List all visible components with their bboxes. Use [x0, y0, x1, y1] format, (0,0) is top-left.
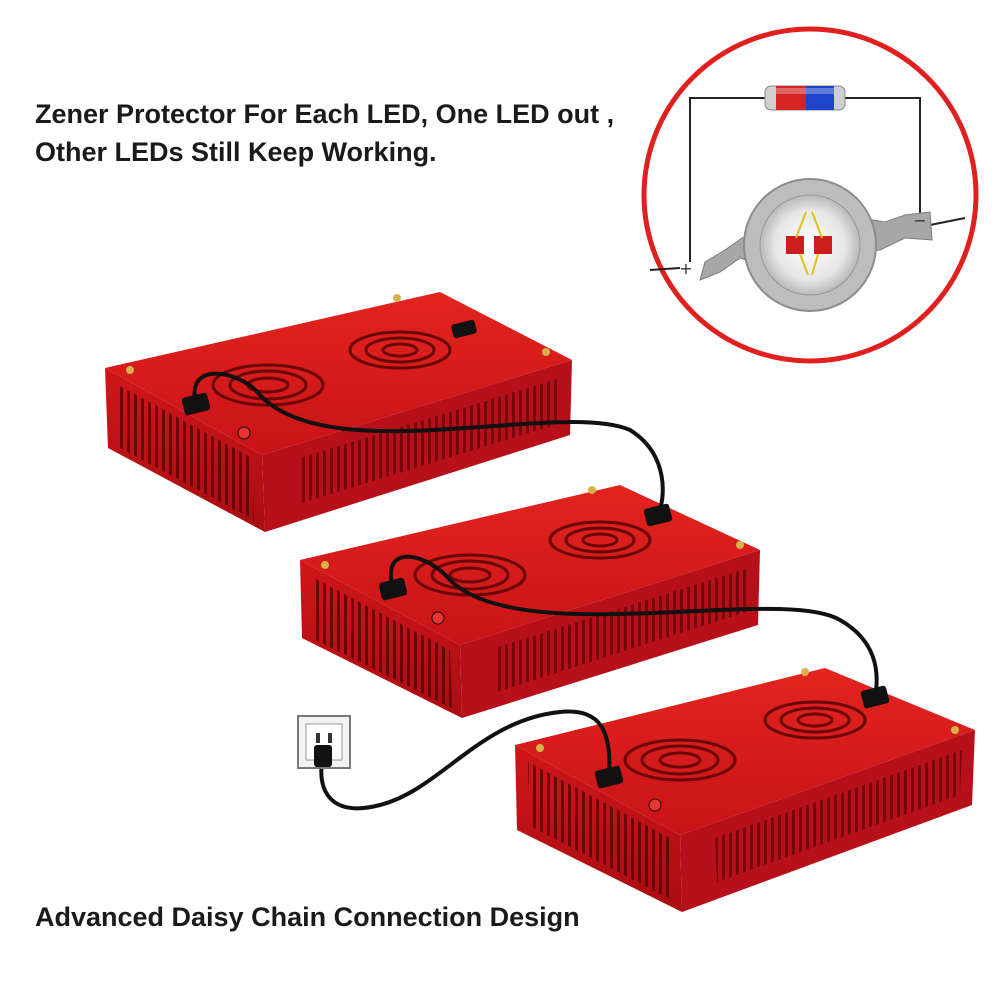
hanging-ring-icon [542, 348, 550, 356]
hanging-ring-icon [126, 366, 134, 374]
lead-wire-right [929, 217, 966, 226]
hanging-ring-icon [536, 744, 544, 752]
cable-1-to-2 [192, 371, 665, 517]
plus-terminal-label: + [679, 259, 692, 278]
zener-circuit-diagram: + − [641, 26, 979, 364]
hanging-ring-icon [951, 726, 959, 734]
power-switch-icon [451, 319, 477, 339]
grow-light-1 [105, 292, 572, 532]
headline-line-1: Zener Protector For Each LED, One LED ou… [35, 99, 615, 129]
fan-grill-icon [211, 363, 325, 407]
minus-terminal-label: − [913, 211, 926, 230]
footer-text: Advanced Daisy Chain Connection Design [35, 902, 580, 932]
hanging-ring-icon [321, 561, 329, 569]
indicator-light-icon [431, 611, 445, 625]
hanging-ring-icon [736, 541, 744, 549]
hanging-ring-icon [393, 294, 401, 302]
lead-wire-left [649, 267, 681, 271]
fan-grill-icon [763, 700, 867, 740]
headline-line-2: Other LEDs Still Keep Working. [35, 137, 437, 167]
cable-2-to-3 [389, 554, 879, 699]
daisy-chain-cables [192, 371, 879, 811]
hanging-ring-icon [588, 486, 596, 494]
wall-outlet-icon [297, 715, 351, 769]
zener-diode-icon [764, 85, 846, 111]
hanging-ring-icon [801, 668, 809, 676]
grow-light-2 [300, 485, 760, 718]
grow-light-3 [515, 668, 975, 912]
led-chip-icon [699, 178, 933, 312]
power-plug-icon [314, 745, 332, 767]
fan-grill-icon [623, 738, 737, 782]
indicator-light-icon [237, 426, 251, 440]
headline-text: Zener Protector For Each LED, One LED ou… [35, 95, 635, 171]
cable-3-to-outlet [319, 709, 612, 811]
fan-grill-icon [348, 330, 452, 370]
fan-grill-icon [548, 520, 652, 560]
indicator-light-icon [648, 798, 662, 812]
